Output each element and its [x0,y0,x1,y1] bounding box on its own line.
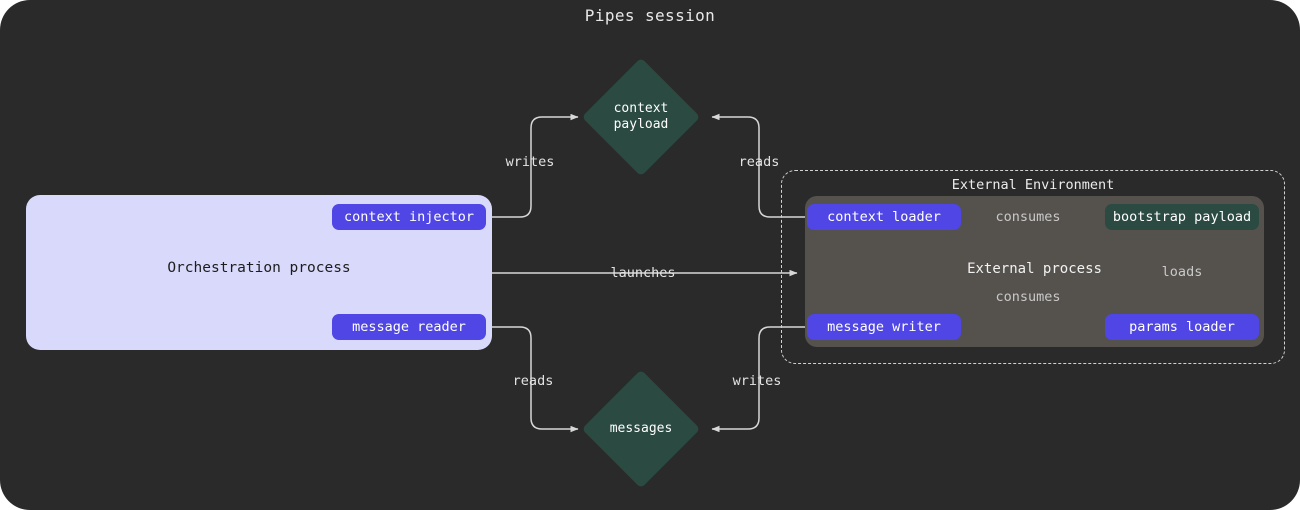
external-environment-label: External Environment [951,177,1115,193]
edge-label-reads-messages: reads [512,373,554,389]
page-title: Pipes session [584,6,716,25]
edge-label-loads: loads [1161,264,1203,280]
edge-label-consumes-context: consumes [995,209,1061,225]
edge-label-reads-context: reads [738,154,780,170]
node-message-reader[interactable]: message reader [332,314,486,340]
context-payload-label-line1: context [613,101,669,116]
node-messages[interactable]: messages [581,369,701,489]
context-payload-label-line2: payload [613,117,669,132]
node-context-injector[interactable]: context injector [332,204,486,230]
node-bootstrap-payload[interactable]: bootstrap payload [1105,204,1259,230]
messages-label-line1: messages [609,421,673,436]
edge-label-writes-messages: writes [732,373,782,389]
node-message-writer[interactable]: message writer [807,314,961,340]
node-params-loader[interactable]: params loader [1105,314,1259,340]
edge-label-launches: launches [610,265,676,281]
edge-label-consumes-message: consumes [995,289,1061,305]
external-environment-container: External Environment [781,170,1285,364]
orchestration-process-label: Orchestration process [167,260,351,276]
external-process-label: External process [967,261,1102,277]
node-context-loader[interactable]: context loader [807,204,961,230]
edge-label-writes-context: writes [505,154,555,170]
node-context-payload[interactable]: context payload [581,57,701,177]
